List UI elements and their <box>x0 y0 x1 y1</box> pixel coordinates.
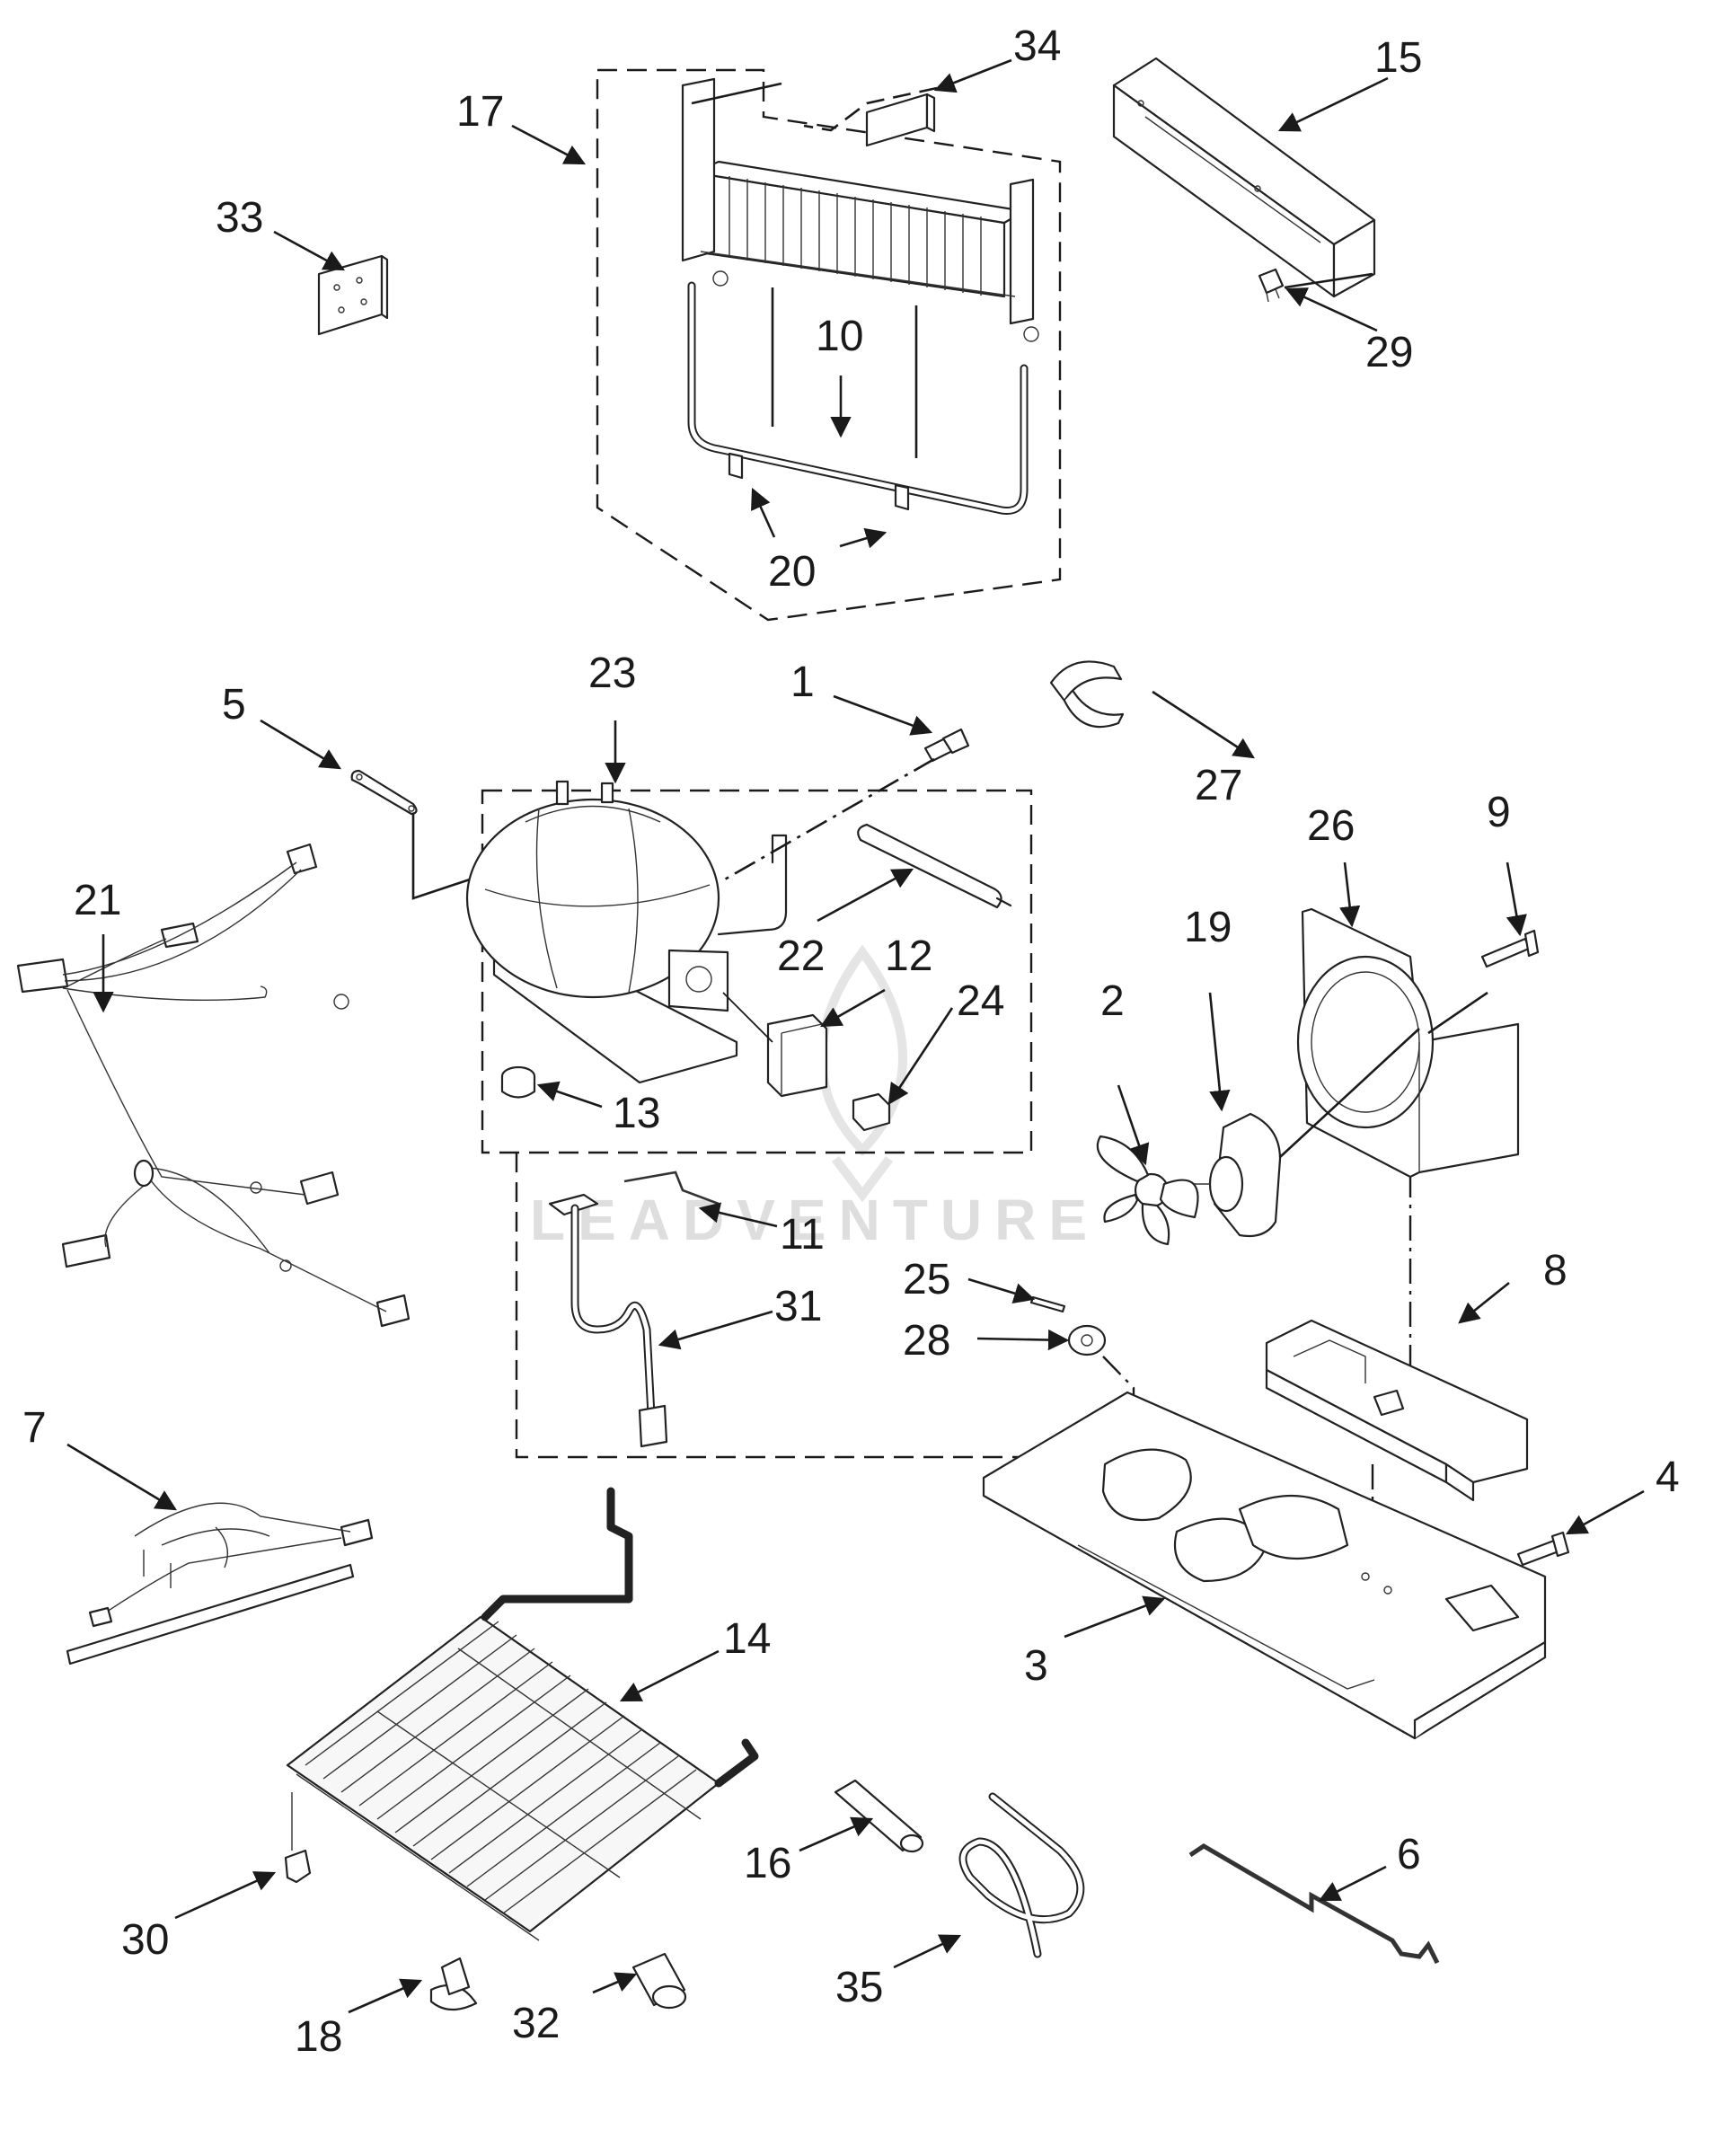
callout-22: 22 <box>777 932 825 980</box>
callout-10: 10 <box>816 313 863 360</box>
drain-assembly-outline <box>515 1153 1134 1459</box>
callout-15: 15 <box>1374 34 1422 82</box>
part-19-fan-motor[interactable] <box>1188 1112 1282 1238</box>
callout-17: 17 <box>456 88 504 136</box>
callout-5: 5 <box>222 681 246 729</box>
part-24-cap[interactable] <box>852 1092 891 1132</box>
part-9-screw[interactable] <box>1480 929 1540 968</box>
callout-8: 8 <box>1543 1247 1567 1294</box>
watermark: LEADVENTURE <box>530 944 1099 1252</box>
part-27-clamp[interactable] <box>1049 660 1125 729</box>
part-10-evaporator[interactable] <box>681 77 1039 515</box>
part-6-rod[interactable] <box>1188 1843 1440 1965</box>
callout-14: 14 <box>723 1615 771 1663</box>
callout-1: 1 <box>790 658 815 706</box>
callout-11: 11 <box>780 1211 825 1259</box>
part-35-tube[interactable] <box>958 1792 1085 1958</box>
part-33-board[interactable] <box>317 254 389 336</box>
callout-3: 3 <box>1024 1642 1048 1690</box>
part-25-pin[interactable] <box>1029 1295 1066 1313</box>
callout-31: 31 <box>774 1283 822 1330</box>
part-21-wire-harness[interactable] <box>16 843 411 1328</box>
part-14-condenser[interactable] <box>286 1487 759 1941</box>
part-30-clip[interactable] <box>284 1849 312 1884</box>
callout-26: 26 <box>1307 802 1355 850</box>
part-16-sleeve[interactable] <box>834 1779 924 1853</box>
part-15-cover[interactable] <box>1112 57 1376 298</box>
callout-28: 28 <box>903 1317 950 1365</box>
part-22-drier[interactable] <box>857 823 1012 909</box>
callout-13: 13 <box>613 1090 660 1137</box>
part-23-compressor[interactable] <box>465 780 788 1084</box>
part-12-relay[interactable] <box>766 1013 828 1098</box>
callout-7: 7 <box>22 1404 47 1452</box>
callout-20: 20 <box>768 548 816 596</box>
callout-33: 33 <box>216 194 263 242</box>
part-2-fan-blade[interactable] <box>1096 1135 1199 1246</box>
evaporator-assembly-outline <box>596 68 1062 622</box>
part-32-sleeve[interactable] <box>631 1952 687 2010</box>
part-28-grommet[interactable] <box>1067 1324 1107 1356</box>
callout-9: 9 <box>1487 789 1511 836</box>
part-31-drain-hose[interactable] <box>548 1193 668 1448</box>
callout-29: 29 <box>1365 329 1413 376</box>
callout-27: 27 <box>1195 762 1242 809</box>
part-8-bracket[interactable] <box>1265 1319 1529 1502</box>
part-3-base[interactable] <box>982 1391 1547 1740</box>
watermark-logo-icon <box>817 944 907 1203</box>
part-34-pad[interactable] <box>865 93 936 147</box>
part-13-grommet[interactable] <box>500 1065 536 1099</box>
callout-19: 19 <box>1184 904 1232 951</box>
part-29-clip[interactable] <box>1258 268 1285 303</box>
condenser-tubes <box>296 1621 702 1941</box>
part-1-bolt[interactable] <box>923 728 970 763</box>
part-26-shroud[interactable] <box>1296 907 1520 1179</box>
part-5-strap[interactable] <box>350 769 481 900</box>
part-4-screw[interactable] <box>1516 1531 1570 1567</box>
assembly-outlines <box>481 68 1412 1630</box>
callout-18: 18 <box>295 2013 342 2061</box>
callout-32: 32 <box>512 2000 560 2047</box>
callout-4: 4 <box>1656 1454 1680 1501</box>
watermark-text: LEADVENTURE <box>530 1188 1099 1252</box>
part-11-wire-clip[interactable] <box>623 1171 720 1206</box>
callout-23: 23 <box>588 649 636 697</box>
callout-24: 24 <box>957 977 1004 1025</box>
leaders <box>66 58 1645 2014</box>
callout-30: 30 <box>121 1916 169 1964</box>
callout-16: 16 <box>744 1840 791 1887</box>
callout-34: 34 <box>1013 22 1061 70</box>
compressor-assembly-outline <box>481 789 1033 1154</box>
callout-labels: 34 15 17 33 29 10 20 23 1 27 5 26 9 21 1… <box>22 22 1680 2061</box>
part-18-fitting[interactable] <box>429 1957 478 2011</box>
callout-35: 35 <box>835 1964 883 2011</box>
callout-12: 12 <box>885 932 932 980</box>
callout-6: 6 <box>1397 1831 1421 1878</box>
part-7-heater-harness[interactable] <box>66 1502 374 1666</box>
callout-2: 2 <box>1100 977 1125 1025</box>
callout-25: 25 <box>903 1256 950 1303</box>
callout-21: 21 <box>74 877 121 924</box>
